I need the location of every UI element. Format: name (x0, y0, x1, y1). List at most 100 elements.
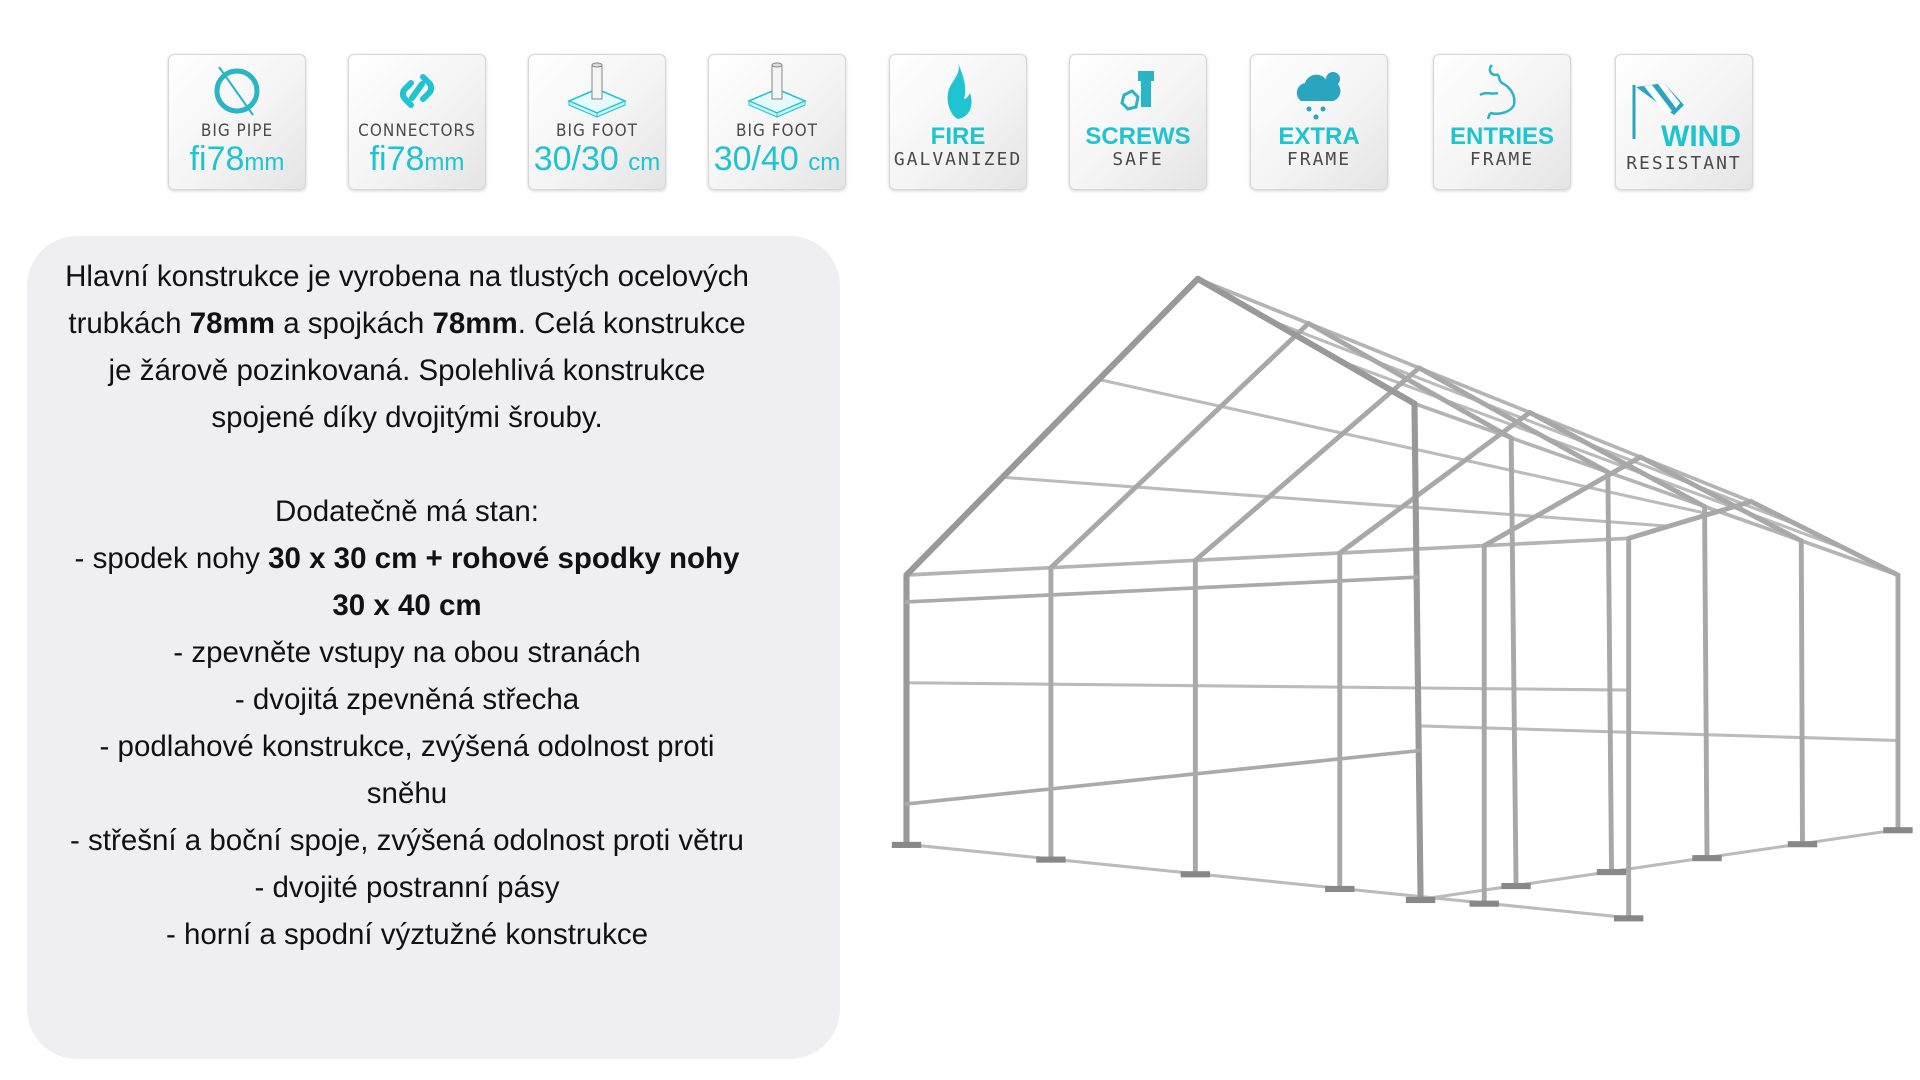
foot-plate-icon (747, 62, 807, 118)
badge-subtitle: FRAME (1286, 149, 1352, 170)
tent-foot-plate (1180, 871, 1211, 878)
windsock-icon (1632, 83, 1684, 139)
description-panel (27, 236, 840, 1059)
tent-pipe (1626, 499, 1754, 541)
tent-foot-plate (1036, 856, 1066, 863)
tent-pipe (1482, 687, 1631, 692)
pipe-diameter-icon (214, 66, 260, 116)
tent-pipe (1605, 469, 1614, 874)
badge-big-pipe: BIG PIPE fi78mm (168, 54, 306, 190)
tent-pipe (1748, 499, 1901, 578)
tent-pipe (1412, 401, 1514, 440)
badge-subtitle: RESISTANT (1626, 153, 1742, 174)
badge-value: fi78mm (369, 140, 465, 178)
badge-wind: WIND RESISTANT (1615, 54, 1753, 190)
tent-pipe (904, 842, 1053, 861)
list-item: - zpevněte vstupy na obou stranách (173, 636, 641, 669)
tent-foot-plate (1501, 882, 1531, 890)
tent-pipe (1512, 727, 1612, 734)
tent-foot-plate (1469, 900, 1499, 907)
tent-pipe (1463, 458, 1589, 489)
badge-title: BIG PIPE (200, 121, 274, 141)
tent-pipe (1001, 475, 1138, 489)
tent-pipe (1192, 365, 1422, 563)
foot-plate-icon (567, 62, 627, 118)
tent-pipe (1482, 536, 1631, 548)
tent-pipe (903, 275, 1201, 579)
tent-pipe (1509, 436, 1610, 475)
badge-title: BIG FOOT (556, 121, 638, 141)
tent-pipe (1193, 551, 1342, 563)
tent-pipe (1400, 505, 1538, 518)
tent-pipe (1049, 857, 1197, 876)
list-item: - dvojité postranní pásy (254, 871, 560, 904)
tent-pipe (1411, 400, 1424, 903)
badge-title: BIG FOOT (736, 121, 818, 141)
badge-screws: SCREWS SAFE (1069, 54, 1207, 190)
badge-title: SCREWS (1085, 123, 1191, 150)
badge-title: WIND (1661, 120, 1741, 153)
tent-pipe (1373, 359, 1483, 404)
tent-pipe (1704, 733, 1804, 740)
tent-pipe (1800, 828, 1900, 846)
list-item: - dvojitá zpevněná střecha (234, 683, 580, 716)
tent-pipe (1608, 730, 1708, 737)
chain-link-icon (399, 74, 435, 108)
badge-fire: FIRE GALVANIZED (889, 54, 1027, 190)
tent-foot-plate (1692, 855, 1722, 862)
badge-title: CONNECTORS (358, 121, 476, 141)
tent-pipe (1482, 901, 1631, 920)
badge-subtitle: SAFE (1112, 149, 1164, 170)
badge-extra-frame: EXTRA FRAME (1250, 54, 1388, 190)
tent-pipe (1134, 485, 1271, 499)
tent-pipe (904, 575, 1419, 604)
tent-foot-plate (1787, 841, 1818, 848)
badge-big-foot-30-40: BIG FOOT 30/40 cm (708, 54, 846, 190)
description-paragraph: Hlavní konstrukce je vyrobena na tlustýc… (65, 260, 749, 434)
tent-pipe (1306, 321, 1421, 370)
tent-pipe (1219, 404, 1345, 435)
tent-pipe (1798, 538, 1805, 847)
tent-foot-plate (1596, 869, 1627, 876)
tent-foot-plate (1325, 885, 1355, 893)
tent-pipe (1534, 514, 1671, 528)
tent-pipe (1337, 410, 1533, 556)
tent-pipe (904, 748, 1421, 806)
tent-foot-plate (891, 841, 922, 848)
list-item: - podlahové konstrukce, zvýšená odolnost… (99, 730, 715, 810)
tent-pipe (1338, 886, 1486, 905)
tent-pipe (1338, 685, 1486, 691)
tent-pipe (1637, 454, 1804, 544)
tent-pipe (1048, 320, 1311, 571)
tent-foot-plate (1883, 827, 1913, 834)
badge-connectors: CONNECTORS fi78mm (348, 54, 486, 190)
tent-foot-plate (1613, 915, 1644, 922)
tent-foot-plate (1405, 896, 1436, 904)
tent-pipe (1306, 320, 1514, 441)
badge-title: EXTRA (1278, 123, 1360, 150)
tent-pipe (1416, 724, 1516, 731)
tent-pipe (1606, 470, 1707, 509)
badge-value: 30/40 cm (713, 140, 841, 178)
tent-pipe (1705, 842, 1805, 860)
extras-heading: Dodatečně má stan: (274, 495, 540, 528)
description-text: Hlavní konstrukce je vyrobena na tlustýc… (60, 253, 754, 958)
tent-pipe (1193, 872, 1342, 890)
tent-pipe (1194, 275, 1418, 407)
list-item: - spodek nohy 30 x 30 cm + rohové spodky… (74, 542, 740, 622)
tent-pipe (904, 565, 1053, 577)
tent-pipe (1440, 397, 1546, 439)
flexed-arm-icon (1479, 64, 1516, 120)
badge-title: FIRE (930, 123, 986, 150)
badge-entries-frame: ENTRIES FRAME (1433, 54, 1571, 190)
badge-value: 30/30 cm (533, 140, 661, 178)
tent-pipe (1337, 543, 1487, 555)
tent-pipe (904, 681, 1053, 686)
snow-cloud-icon (1296, 72, 1341, 120)
list-item: - horní a spodní výztužné konstrukce (165, 918, 649, 951)
screw-nut-icon (1120, 71, 1154, 111)
tent-pipe (1049, 558, 1198, 570)
badge-value: fi78mm (189, 140, 285, 178)
badge-subtitle: FRAME (1469, 149, 1535, 170)
flame-icon (947, 63, 972, 119)
